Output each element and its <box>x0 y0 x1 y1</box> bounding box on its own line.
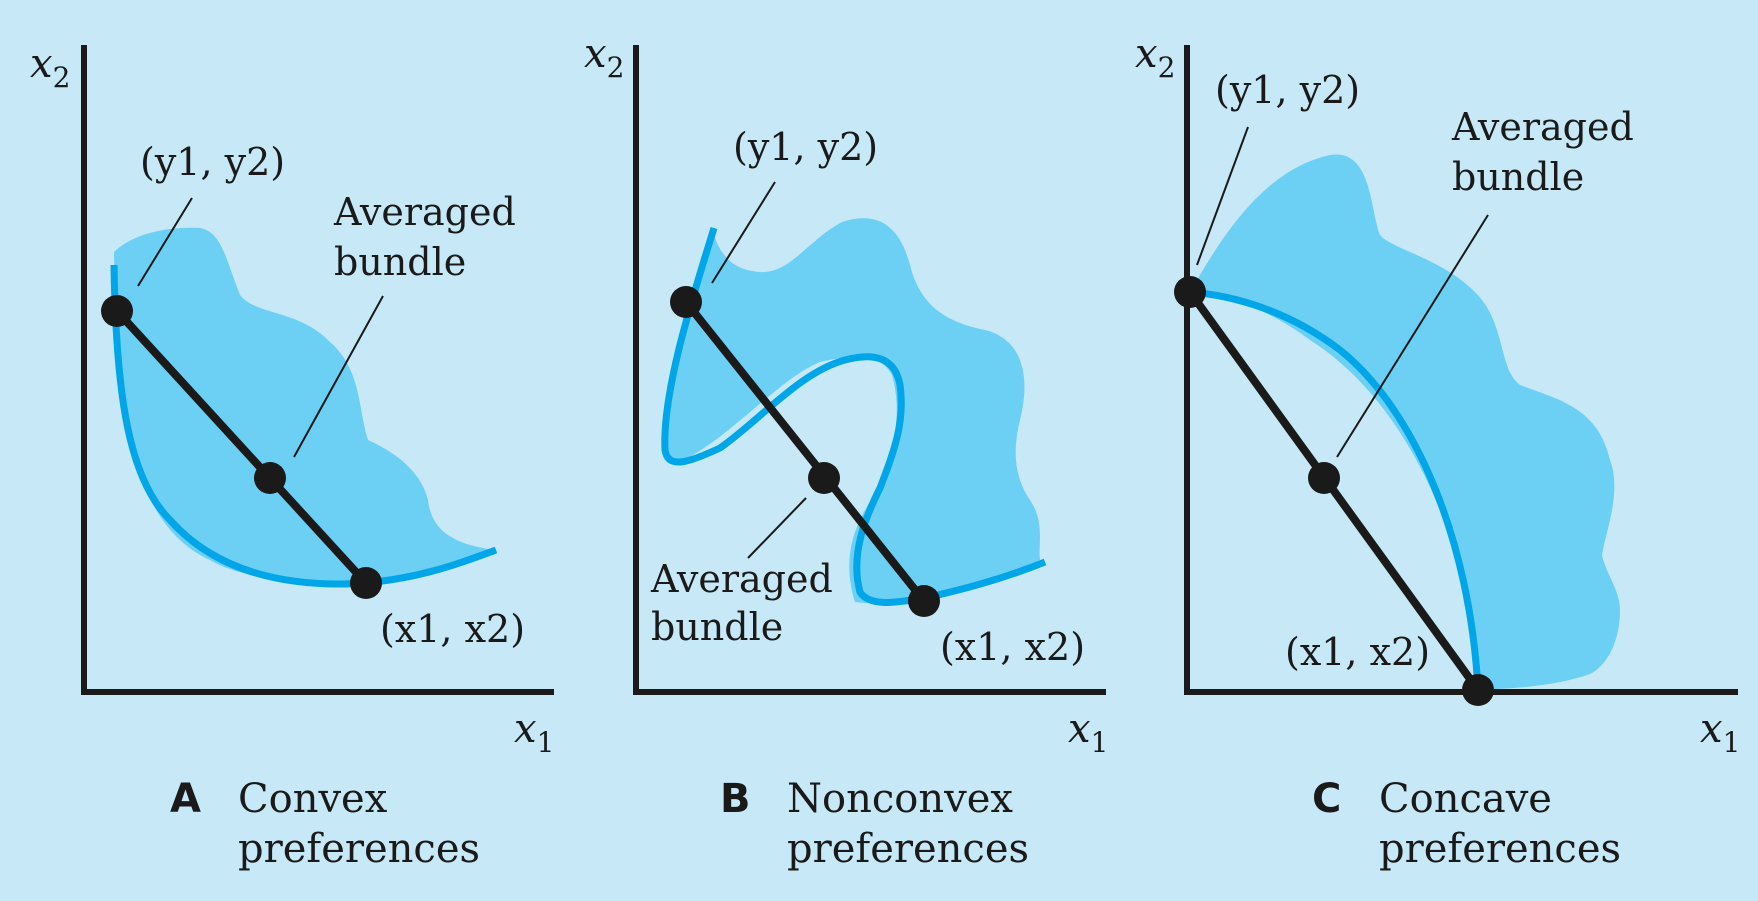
panel-b-leader-y <box>711 181 776 284</box>
panel-a-y-axis-label: x2 <box>30 41 70 94</box>
panel-b-point-x <box>908 585 940 617</box>
panel-c-averaged-point <box>1308 462 1340 494</box>
panel-b-point-x-label: (x1, x2) <box>940 625 1085 669</box>
panel-a-preferred-region <box>114 227 495 583</box>
panel-b-y-axis-label: x2 <box>584 31 624 84</box>
panel-b-point-y <box>670 286 702 318</box>
panel-b-title-2: preferences <box>787 826 1029 872</box>
panel-a-convex: x2 x1 (y1, y2) (x1, x2) Averaged bundle … <box>30 41 554 872</box>
panel-a-point-x <box>350 567 382 599</box>
panel-b-preferred-region <box>663 218 1040 604</box>
panel-a-averaging-segment <box>114 308 369 586</box>
panel-a-title-1: Convex <box>238 776 388 822</box>
panel-b-point-y-label: (y1, y2) <box>733 125 878 169</box>
panel-c-x-axis-label: x1 <box>1700 706 1740 759</box>
panel-b-leader-averaged <box>747 497 807 559</box>
panel-c-title-2: preferences <box>1379 826 1621 872</box>
panel-c-title-1: Concave <box>1379 776 1552 822</box>
panel-a-leader-averaged <box>293 295 384 458</box>
panel-a-point-y <box>101 295 133 327</box>
panel-a-indifference-curve <box>110 264 498 588</box>
panel-b-averaged-label-2: bundle <box>651 605 783 649</box>
panel-c-y-axis-label: x2 <box>1135 31 1175 84</box>
panel-a-point-x-label: (x1, x2) <box>380 607 525 651</box>
panel-c-leader-y <box>1196 126 1249 266</box>
panel-b-averaging-segment <box>682 299 928 604</box>
panel-c-leader-averaged <box>1336 214 1489 458</box>
panel-b-letter: B <box>720 776 751 822</box>
panel-b-nonconvex: x2 x1 (y1, y2) (x1, x2) Averaged bundle … <box>584 31 1108 872</box>
panel-a-averaged-label-2: bundle <box>334 240 466 284</box>
panel-b-averaged-point <box>808 462 840 494</box>
panel-a-title-2: preferences <box>238 826 480 872</box>
panel-c-averaging-segment <box>1186 289 1482 693</box>
panel-a-x-axis-label: x1 <box>514 706 554 759</box>
panel-a-averaged-point <box>254 462 286 494</box>
panel-c-letter: C <box>1312 776 1341 822</box>
panel-c-point-x-label: (x1, x2) <box>1285 630 1430 674</box>
panel-c-concave: x2 x1 (y1, y2) (x1, x2) Averaged bundle … <box>1135 31 1740 872</box>
panel-c-averaged-label-1: Averaged <box>1451 105 1634 149</box>
panel-a-point-y-label: (y1, y2) <box>140 140 285 184</box>
panel-c-averaged-label-2: bundle <box>1452 155 1584 199</box>
panel-c-point-y-label: (y1, y2) <box>1215 68 1360 112</box>
panel-c-indifference-curve <box>1187 288 1482 691</box>
panel-b-title-1: Nonconvex <box>787 776 1013 822</box>
panel-a-leader-y <box>137 197 193 287</box>
panel-b-x-axis-label: x1 <box>1068 706 1108 759</box>
panel-b-averaged-label-1: Averaged <box>650 557 833 601</box>
panel-a-averaged-label-1: Averaged <box>333 190 516 234</box>
panel-b-indifference-curve <box>661 226 1047 606</box>
panel-a-letter: A <box>170 776 201 822</box>
